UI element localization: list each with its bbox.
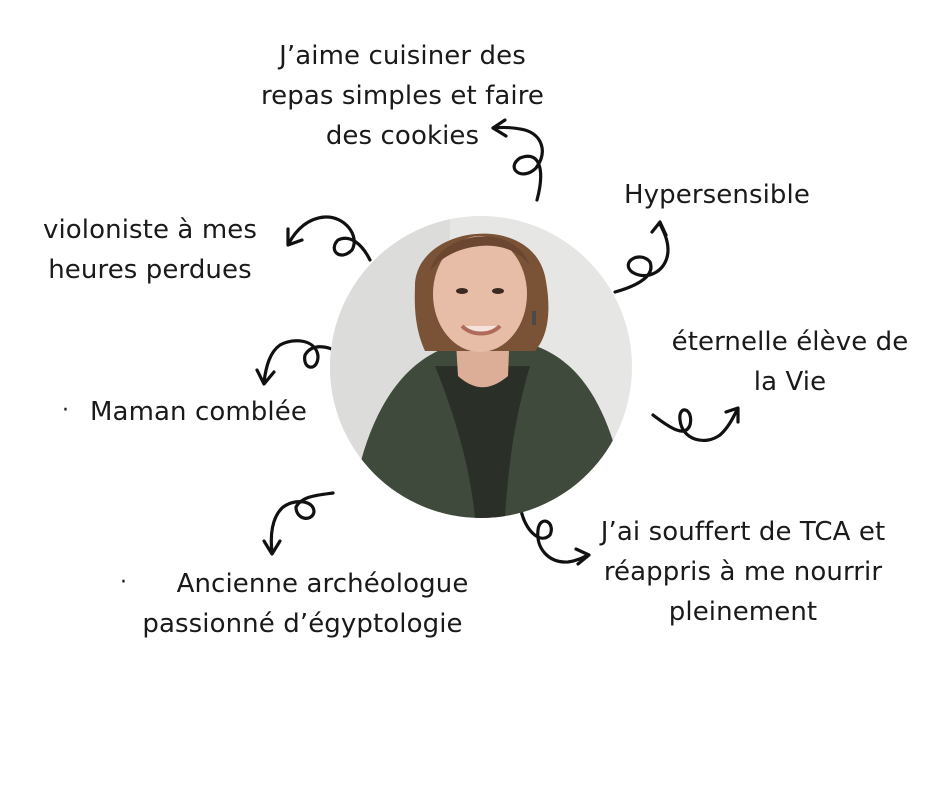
label-archeo-line2: passionné d’égyptologie xyxy=(142,609,463,639)
curly-arrow-icon-maman xyxy=(255,339,345,386)
curly-arrow-icon-cooking xyxy=(491,118,544,202)
label-tca-line2: réappris à me nourrir xyxy=(603,557,883,587)
label-maman: Maman comblée xyxy=(90,392,325,432)
bullet-maman: · xyxy=(62,398,69,423)
curly-arrow-icon-student xyxy=(651,406,740,442)
label-student-line2: la Vie xyxy=(753,367,827,397)
label-archeo: Ancienne archéologue passionné d’égyptol… xyxy=(130,564,475,644)
label-violin-line2: heures perdues xyxy=(48,255,252,285)
bullet-archeo: · xyxy=(120,570,127,595)
curly-arrow-icon-tca xyxy=(519,508,591,566)
curly-arrow-icon-archeo xyxy=(262,491,335,556)
label-tca-line3: pleinement xyxy=(668,597,818,627)
curly-arrow-icon-violin xyxy=(286,215,372,262)
label-maman-text: Maman comblée xyxy=(90,397,307,427)
label-student-line1: éternelle élève de xyxy=(671,327,909,357)
label-cooking-line3: des cookies xyxy=(325,121,480,151)
label-tca-line1: J’ai souffert de TCA et xyxy=(600,517,886,547)
label-tca: J’ai souffert de TCA et réappris à me no… xyxy=(588,512,898,632)
label-hypersensible: Hypersensible xyxy=(612,175,822,215)
label-cooking: J’aime cuisiner des repas simples et fai… xyxy=(250,36,555,156)
label-violin: violoniste à mes heures perdues xyxy=(30,210,270,290)
label-violin-line1: violoniste à mes xyxy=(42,215,258,245)
label-cooking-line2: repas simples et faire xyxy=(260,81,545,111)
label-hypersensible-text: Hypersensible xyxy=(624,180,810,210)
portrait-photo xyxy=(330,216,632,518)
curly-arrow-icon-hypersensible xyxy=(613,220,670,294)
label-student: éternelle élève de la Vie xyxy=(660,322,920,402)
label-cooking-line1: J’aime cuisiner des xyxy=(279,41,526,71)
label-archeo-line1: Ancienne archéologue xyxy=(176,569,469,599)
